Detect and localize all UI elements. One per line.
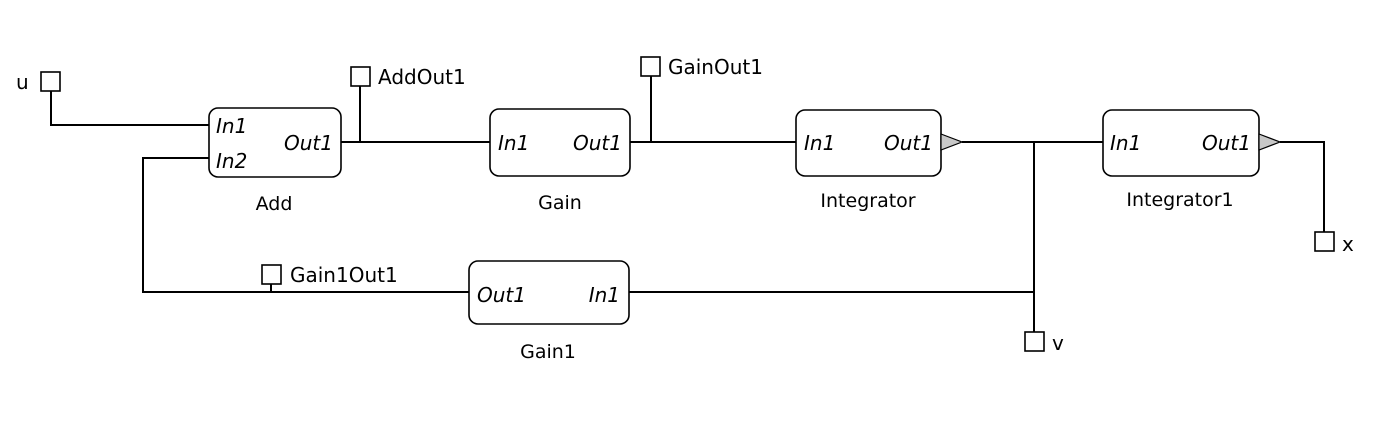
signal-port-addout1[interactable] — [350, 66, 371, 87]
block-gain-out: Out1 — [573, 131, 622, 155]
block-add-out: Out1 — [284, 131, 333, 155]
block-gain1[interactable]: Out1 In1 Gain1 — [468, 260, 630, 363]
block-integrator[interactable]: In1 Out1 Integrator — [795, 109, 964, 212]
block-integrator1[interactable]: In1 Out1 Integrator1 — [1102, 109, 1282, 211]
signal-label-gainout1: GainOut1 — [668, 55, 763, 79]
signal-port-v[interactable] — [1024, 331, 1045, 352]
block-integrator1-in: In1 — [1110, 131, 1141, 155]
block-add-name: Add — [256, 193, 293, 215]
block-add[interactable]: In1 In2 Out1 Add — [208, 107, 342, 215]
signal-label-addout1: AddOut1 — [378, 65, 466, 89]
signal-port-gainout1[interactable] — [640, 56, 661, 77]
block-gain[interactable]: In1 Out1 Gain — [489, 108, 631, 214]
signal-v[interactable]: v — [1024, 331, 1064, 355]
signal-addout1[interactable]: AddOut1 — [350, 65, 466, 89]
signal-label-u: u — [16, 70, 29, 94]
block-gain-in: In1 — [498, 131, 529, 155]
block-gain1-out: Out1 — [477, 283, 526, 307]
signal-u[interactable]: u — [16, 70, 61, 94]
block-gain1-name: Gain1 — [520, 341, 576, 363]
block-integrator-out: Out1 — [884, 131, 933, 155]
block-add-in2: In2 — [216, 149, 247, 173]
block-integrator1-output-state-marker — [1258, 133, 1282, 151]
signal-port-u[interactable] — [40, 71, 61, 92]
signal-label-x: x — [1342, 232, 1354, 256]
block-gain1-body[interactable] — [468, 260, 630, 325]
wires — [50, 76, 1325, 332]
block-integrator-in: In1 — [804, 131, 835, 155]
wire-integrator1-to-x — [1280, 141, 1325, 232]
block-integrator-name: Integrator — [820, 190, 915, 212]
block-gain-name: Gain — [538, 192, 582, 214]
wire-u-to-add — [50, 91, 209, 126]
block-integrator-output-state-marker — [940, 133, 964, 151]
signal-label-gain1out1: Gain1Out1 — [290, 263, 398, 287]
block-integrator1-out: Out1 — [1202, 131, 1251, 155]
block-integrator1-name: Integrator1 — [1126, 189, 1233, 211]
signal-gainout1[interactable]: GainOut1 — [640, 55, 763, 79]
block-gain1-in: In1 — [589, 283, 620, 307]
block-gain-body[interactable] — [489, 108, 631, 177]
wire-feedback-to-add-in2 — [142, 157, 469, 293]
signal-gain1out1[interactable]: Gain1Out1 — [261, 263, 398, 287]
block-add-in1: In1 — [216, 114, 247, 138]
block-add-body[interactable] — [208, 107, 342, 178]
signal-label-v: v — [1052, 331, 1064, 355]
signal-port-x[interactable] — [1314, 231, 1335, 252]
signal-port-gain1out1[interactable] — [261, 264, 282, 285]
signal-x[interactable]: x — [1314, 231, 1354, 256]
